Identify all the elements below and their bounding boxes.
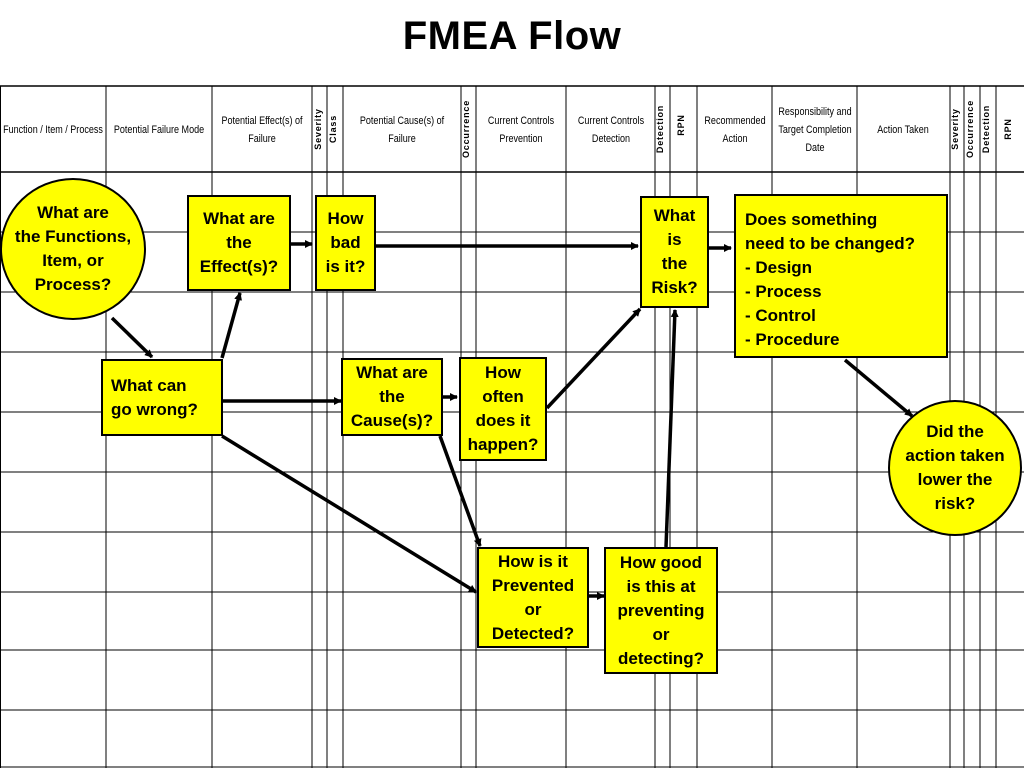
column-header-function: Function / Item / Process — [3, 124, 103, 136]
node-risk: What is the Risk? — [640, 196, 709, 308]
column-header-causes: Potential Cause(s) of Failure — [359, 115, 445, 145]
node-what-wrong: What can go wrong? — [101, 359, 223, 436]
column-header-recommended-action: Recommended Action — [704, 115, 766, 145]
node-causes: What are the Cause(s)? — [341, 358, 443, 436]
column-header-effects: Potential Effect(s) of Failure — [221, 115, 303, 145]
page-title: FMEA Flow — [402, 14, 622, 58]
node-functions: What are the Functions, Item, or Process… — [0, 178, 146, 320]
column-header-action-taken: Action Taken — [877, 124, 929, 136]
column-header-rpn-2: RPN — [1003, 118, 1013, 140]
node-changed: Does something need to be changed? - Des… — [734, 194, 948, 358]
column-header-rpn: RPN — [676, 114, 686, 136]
column-header-occurrence-2: Occurrence — [965, 99, 975, 159]
changed-item-process: - Process — [745, 282, 822, 301]
changed-heading-1: Does something — [745, 210, 878, 229]
changed-item-control: - Control — [745, 306, 816, 325]
changed-item-design: - Design — [745, 258, 813, 277]
column-header-severity: Severity — [313, 108, 323, 150]
node-effects: What are the Effect(s)? — [187, 195, 291, 291]
node-how-bad: How bad is it? — [315, 195, 376, 291]
column-header-severity-2: Severity — [950, 108, 960, 150]
column-header-controls-prevention: Current Controls Prevention — [487, 115, 555, 145]
changed-item-procedure: - Procedure — [745, 330, 840, 349]
changed-heading-2: need to be changed? — [745, 234, 916, 253]
column-header-responsibility: Responsibility and Target Completion Dat… — [778, 106, 852, 154]
node-prevented: How is it Prevented or Detected? — [477, 547, 589, 648]
column-header-failure-mode: Potential Failure Mode — [113, 124, 205, 136]
column-header-class: Class — [328, 114, 338, 144]
column-header-detection: Detection — [655, 104, 665, 154]
column-header-controls-detection: Current Controls Detection — [577, 115, 645, 145]
node-how-often: How often does it happen? — [459, 357, 547, 461]
node-lower-risk: Did the action taken lower the risk? — [888, 400, 1022, 536]
column-header-detection-2: Detection — [981, 104, 991, 154]
column-header-occurrence: Occurrence — [461, 99, 471, 159]
node-how-good: How good is this at preventing or detect… — [604, 547, 718, 674]
